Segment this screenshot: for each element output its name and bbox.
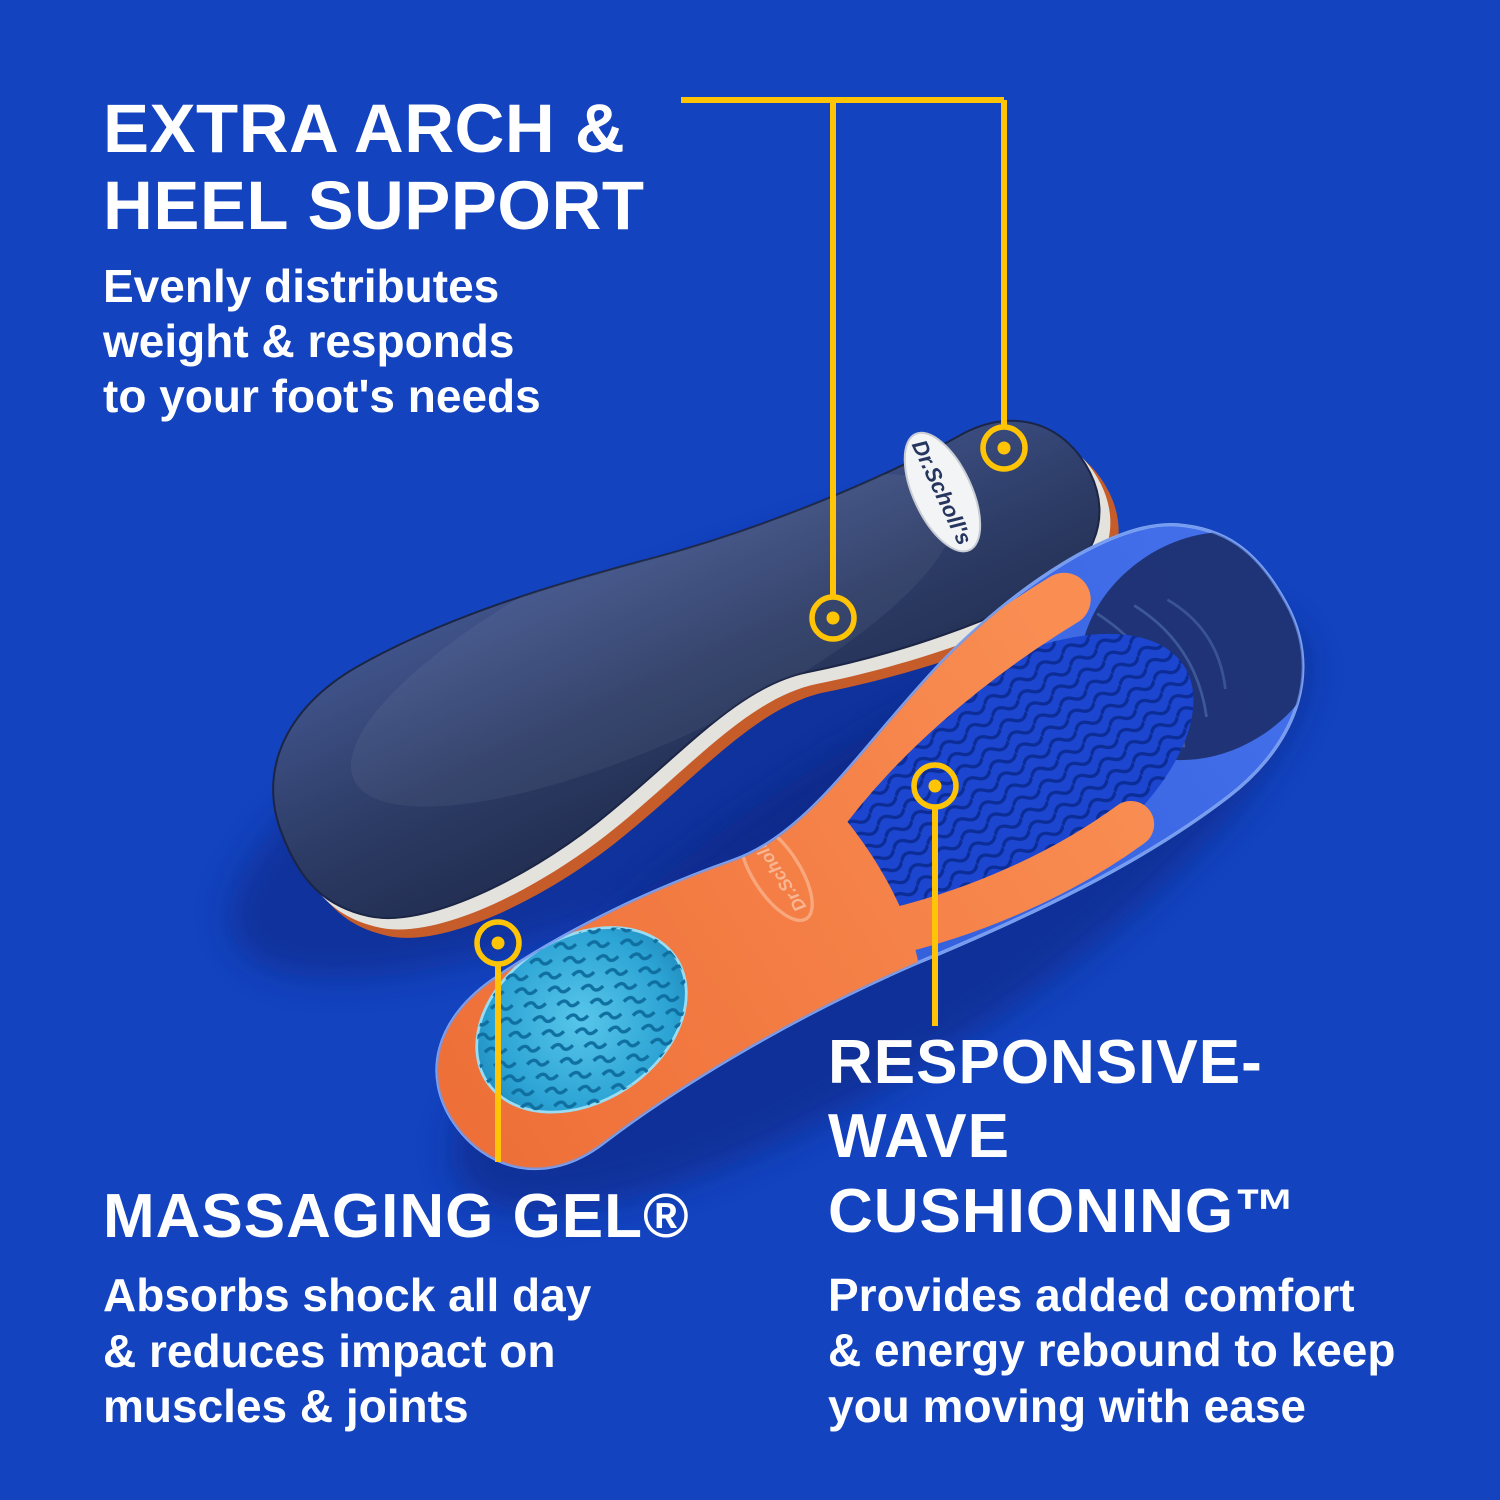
callout-connectors — [495, 97, 1007, 1162]
massaging-gel-body-line2: & reduces impact on — [103, 1324, 556, 1377]
arch-heel-title-line1: EXTRA ARCH & — [103, 90, 626, 167]
callout-ring-wave — [911, 762, 959, 810]
insole-bottom-rim — [435, 523, 1304, 1170]
trim-line — [1166, 598, 1227, 690]
responsive-wave-title-line1: RESPONSIVE- — [828, 1028, 1263, 1097]
massaging-gel-title-line1: MASSAGING GEL® — [103, 1182, 690, 1251]
insole-bottom-view: Dr.Scholl's — [379, 523, 1329, 1247]
massaging-gel-body-line1: Absorbs shock all day — [103, 1269, 592, 1322]
callout-ring-arch — [809, 594, 857, 642]
massaging-gel-title: MASSAGING GEL® — [103, 1180, 690, 1254]
arch-heel-body-line1: Evenly distributes — [103, 259, 500, 312]
callout-responsive-wave: RESPONSIVE- WAVE CUSHIONING™ Provides ad… — [828, 1026, 1395, 1434]
arch-heel-description: Evenly distributes weight & responds to … — [103, 259, 645, 425]
massaging-gel-description: Absorbs shock all day & reduces impact o… — [103, 1268, 690, 1434]
responsive-wave-body-line1: Provides added comfort — [828, 1269, 1355, 1322]
insole-fabric-top — [272, 419, 1101, 920]
fabric-sheen — [350, 473, 956, 807]
arch-heel-title: EXTRA ARCH & HEEL SUPPORT — [103, 90, 645, 245]
wave-cushioning-texture — [821, 633, 1194, 927]
callout-massaging-gel: MASSAGING GEL® Absorbs shock all day & r… — [103, 1180, 690, 1434]
orange-prong-medial — [785, 572, 1091, 852]
responsive-wave-title-line3: CUSHIONING™ — [828, 1176, 1298, 1246]
responsive-wave-title-line2: WAVE — [828, 1102, 1010, 1172]
responsive-wave-body-line2: & energy rebound to keep — [828, 1324, 1396, 1377]
callout-ring-heel — [980, 424, 1028, 472]
massaging-gel-body-line3: muscles & joints — [103, 1379, 469, 1432]
responsive-wave-body-line3: you moving with ease — [828, 1379, 1306, 1432]
responsive-wave-title: RESPONSIVE- WAVE CUSHIONING™ — [828, 1026, 1395, 1249]
callout-arch-heel-support: EXTRA ARCH & HEEL SUPPORT Evenly distrib… — [103, 90, 645, 424]
arch-heel-body-line3: to your foot's needs — [103, 369, 541, 422]
arch-heel-body-line2: weight & responds — [103, 314, 515, 367]
logo-oval-shape — [903, 431, 982, 553]
callout-markers — [474, 424, 1028, 967]
callout-ring-gel — [474, 919, 522, 967]
insole-top-view: Dr.Scholl's — [272, 419, 1119, 938]
massaging-gel-texture — [476, 927, 687, 1113]
orange-prong-lateral — [849, 800, 1155, 960]
arch-heel-title-line2: HEEL SUPPORT — [103, 167, 645, 245]
responsive-wave-description: Provides added comfort & energy rebound … — [828, 1268, 1395, 1434]
trim-line — [1133, 604, 1208, 718]
